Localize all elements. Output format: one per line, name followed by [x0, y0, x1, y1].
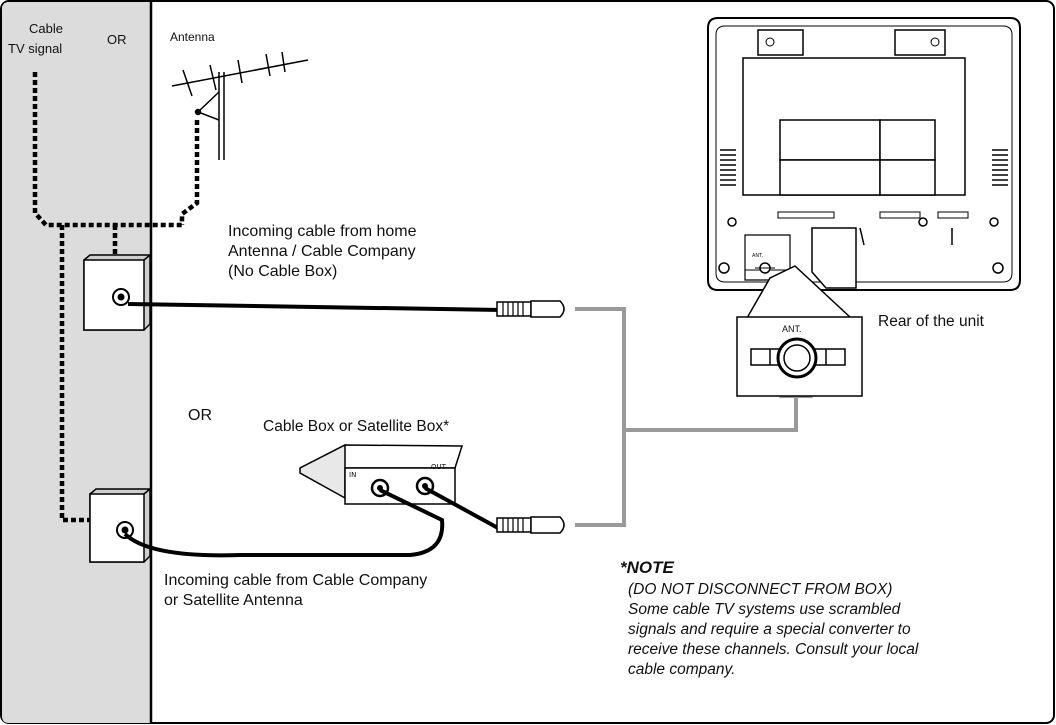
note-title: *NOTE [620, 558, 674, 577]
cable-box-out-label: OUT [431, 463, 446, 471]
note-line-4: receive these channels. Consult your loc… [628, 641, 919, 658]
antenna-lead-wire [179, 120, 200, 225]
wall-panel [2, 2, 151, 723]
or-label-middle: OR [188, 407, 212, 424]
wall-jack-2-wire [59, 225, 90, 523]
wall-jack-upper [83, 254, 151, 331]
antenna-label: Antenna [170, 30, 215, 44]
cable-box-label: Cable Box or Satellite Box* [263, 418, 450, 435]
cable-tv-signal-label-line2: TV signal [8, 41, 63, 56]
cable-tv-signal-label-line1: Cable [29, 21, 63, 36]
ant-inset-callout [736, 265, 863, 397]
note-line-3: signals and require a special converter … [628, 621, 911, 638]
or-label-top: OR [107, 32, 127, 47]
incoming-company-line2: or Satellite Antenna [164, 592, 303, 609]
note-line-5: cable company. [628, 661, 736, 678]
incoming-company-line1: Incoming cable from Cable Company [164, 572, 428, 589]
incoming-home-line1: Incoming cable from home [228, 223, 417, 240]
incoming-home-line3: (No Cable Box) [228, 263, 338, 280]
cable-box-in-label: IN [349, 471, 357, 479]
coax-cable-lower [123, 486, 565, 558]
rear-of-unit-label: Rear of the unit [878, 313, 984, 330]
signal-route-lines [575, 307, 798, 527]
antenna-icon [171, 51, 309, 160]
incoming-home-line2: Antenna / Cable Company [228, 243, 416, 260]
wall-jack-lower [89, 488, 151, 563]
tv-rear-illustration [707, 17, 1021, 291]
ant-rear-label: ANT. [752, 253, 764, 259]
ant-inset-label: ANT. [782, 324, 802, 334]
coax-cable-upper [127, 300, 565, 318]
signal-wires [32, 72, 200, 523]
note-line-2: Some cable TV systems use scrambled [628, 601, 901, 618]
cable-box-icon [299, 443, 464, 505]
note-line-1: (DO NOT DISCONNECT FROM BOX) [628, 581, 893, 598]
